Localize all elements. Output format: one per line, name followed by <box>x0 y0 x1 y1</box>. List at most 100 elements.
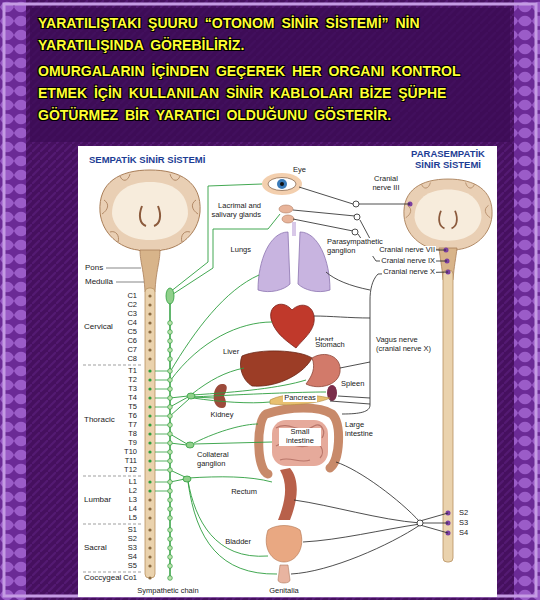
nerve-label: Cranial nerve IX <box>380 257 436 266</box>
organ-label: Pancreas <box>283 394 317 403</box>
ramus <box>155 470 168 471</box>
organ-label: Large intestine <box>344 421 382 438</box>
chain-ganglion <box>168 516 173 521</box>
region-label: Sacral <box>83 543 108 552</box>
segment-dot <box>148 498 151 501</box>
segment-dot <box>148 423 151 426</box>
chain-ganglion <box>168 459 173 464</box>
ramus <box>155 389 168 390</box>
chain-ganglion <box>168 489 173 494</box>
segment-dot <box>148 312 151 315</box>
segment-label: T4 <box>127 394 138 403</box>
chain-ganglion <box>168 357 173 362</box>
chain-ganglion <box>168 330 173 335</box>
organ-label: Stomach <box>314 341 346 350</box>
brain-stem <box>140 250 160 292</box>
organ-label: Lacrimal and salivary glands <box>210 202 262 219</box>
small-intestine <box>272 420 328 466</box>
heart <box>271 304 315 348</box>
ganglion-label: Collateral ganglion <box>196 451 244 468</box>
ramus <box>155 482 168 483</box>
large-intestine <box>259 408 339 474</box>
nerve-label: Cranial nerve VII <box>378 246 436 255</box>
segment-dot <box>148 348 151 351</box>
segment-dot <box>148 546 151 549</box>
ramus <box>155 491 168 492</box>
sympathetic-nerve <box>170 184 326 574</box>
chain-ganglion <box>168 546 173 551</box>
ramus <box>155 434 168 435</box>
segment-dot <box>148 480 151 483</box>
chain-ganglion <box>168 441 173 446</box>
ganglion <box>166 288 195 482</box>
segment-label: C6 <box>126 337 138 346</box>
organ-label: Kidney <box>210 411 235 420</box>
segment-label: L4 <box>128 505 138 514</box>
chain-ganglion <box>168 498 173 503</box>
chain-ganglion <box>168 528 173 533</box>
segment-label: C2 <box>126 301 138 310</box>
chain-ganglion <box>168 507 173 512</box>
segment-dot <box>148 405 151 408</box>
stomach <box>306 354 340 386</box>
gland <box>279 205 294 223</box>
pancreas <box>270 395 330 405</box>
region-label: Thoracic <box>83 415 116 424</box>
segment-dot <box>148 489 151 492</box>
organ-label: Rectum <box>230 488 258 497</box>
segment-label: S4 <box>458 529 469 538</box>
region-label: Pons <box>84 263 104 272</box>
chain-ganglion <box>168 468 173 473</box>
segment-dot <box>148 516 151 519</box>
lungs <box>258 222 330 292</box>
ramus <box>155 416 168 417</box>
brain <box>404 179 492 251</box>
segment-label: S3 <box>127 544 138 553</box>
nerve-label: Cranial nerve X <box>382 268 436 277</box>
region-label: Cervical <box>83 322 114 331</box>
segment-dot <box>148 378 151 381</box>
bladder <box>266 526 302 563</box>
segment-label: S2 <box>127 535 138 544</box>
chain-ganglion <box>168 378 173 383</box>
chain-ganglion <box>168 369 173 374</box>
chain-ganglion <box>168 576 173 581</box>
chain-ganglion <box>168 450 173 455</box>
segment-label: C3 <box>126 310 138 319</box>
segment-label: S4 <box>127 553 138 562</box>
segment-dot <box>148 441 151 444</box>
segment-dot <box>148 432 151 435</box>
heading-note: OMURGALARIN İÇİNDEN GEÇEREK HER ORGANI K… <box>38 60 500 126</box>
segment-dot <box>148 396 151 399</box>
segment-label: T10 <box>123 448 138 457</box>
chain-ganglion <box>168 480 173 485</box>
nerve-label: Cranial nerve III <box>366 175 406 192</box>
chain-ganglion <box>168 339 173 344</box>
segment-dot <box>148 330 151 333</box>
chain-ganglion <box>168 387 173 392</box>
organ-label: Bladder <box>224 538 252 547</box>
ramus <box>155 380 168 381</box>
segment-dot <box>148 528 151 531</box>
parasympathetic-nerve <box>291 187 448 574</box>
organ-label: Liver <box>222 348 240 357</box>
liver <box>240 351 312 386</box>
segment-dot <box>148 321 151 324</box>
segment-label: T9 <box>127 439 138 448</box>
segment-label: T6 <box>127 412 138 421</box>
chain-ganglion <box>168 396 173 401</box>
segment-label: T3 <box>127 385 138 394</box>
region-label: Medulla <box>84 277 114 286</box>
chain-ganglion <box>168 564 173 569</box>
segment-label: T2 <box>127 376 138 385</box>
chain-ganglion <box>168 423 173 428</box>
segment-label: T8 <box>127 430 138 439</box>
chain-ganglion <box>168 348 173 353</box>
segment-dot <box>148 468 151 471</box>
segment-label: L2 <box>128 487 138 496</box>
system-label: PARASEMPATİK SİNİR SİSTEMİ <box>405 149 491 171</box>
segment-label: C7 <box>126 346 138 355</box>
segment-marks <box>148 294 172 580</box>
region-label: Coccygeal <box>83 573 122 582</box>
segment-dot <box>148 414 151 417</box>
